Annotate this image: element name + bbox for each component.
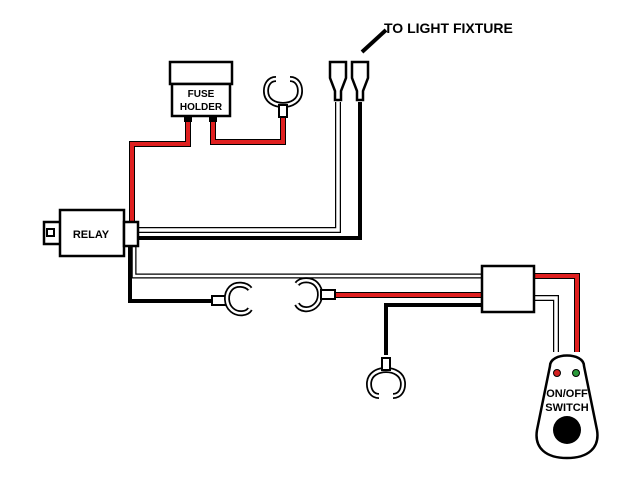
- light-fixture-leader: [360, 28, 388, 54]
- indicator-red-light: [553, 369, 561, 377]
- white-wire-switch-body: [534, 295, 559, 352]
- switch-label-line2: SWITCH: [545, 402, 588, 414]
- ring-terminal-middle: [294, 277, 336, 313]
- relay: RELAY: [42, 208, 140, 258]
- fuse-label-line1: FUSE: [188, 89, 215, 100]
- white-wire-light: [138, 102, 341, 233]
- black-wire-light: [138, 102, 362, 240]
- black-wire-connector: [384, 303, 482, 355]
- connector-box: [480, 264, 536, 314]
- fuse-holder: FUSE HOLDER: [168, 60, 234, 122]
- red-wire-relay-fuse: [129, 112, 191, 223]
- black-wire-ground: [128, 246, 212, 303]
- switch-button[interactable]: [553, 416, 581, 444]
- spade-terminal-left: [328, 60, 348, 102]
- rocker-switch[interactable]: ON/OFF SWITCH: [535, 354, 599, 460]
- relay-label: RELAY: [73, 229, 110, 241]
- wires: [128, 102, 580, 355]
- white-wire-switch: [131, 245, 482, 279]
- switch-label-line1: ON/OFF: [546, 388, 588, 400]
- ring-terminal-left: [211, 281, 253, 317]
- ring-terminal-upper: [266, 79, 300, 117]
- indicator-green-light: [572, 369, 580, 377]
- spade-terminal-right: [350, 60, 370, 102]
- fuse-label-line2: HOLDER: [180, 102, 223, 113]
- light-fixture-label: TO LIGHT FIXTURE: [384, 20, 513, 36]
- ring-terminal-bottom: [369, 358, 403, 396]
